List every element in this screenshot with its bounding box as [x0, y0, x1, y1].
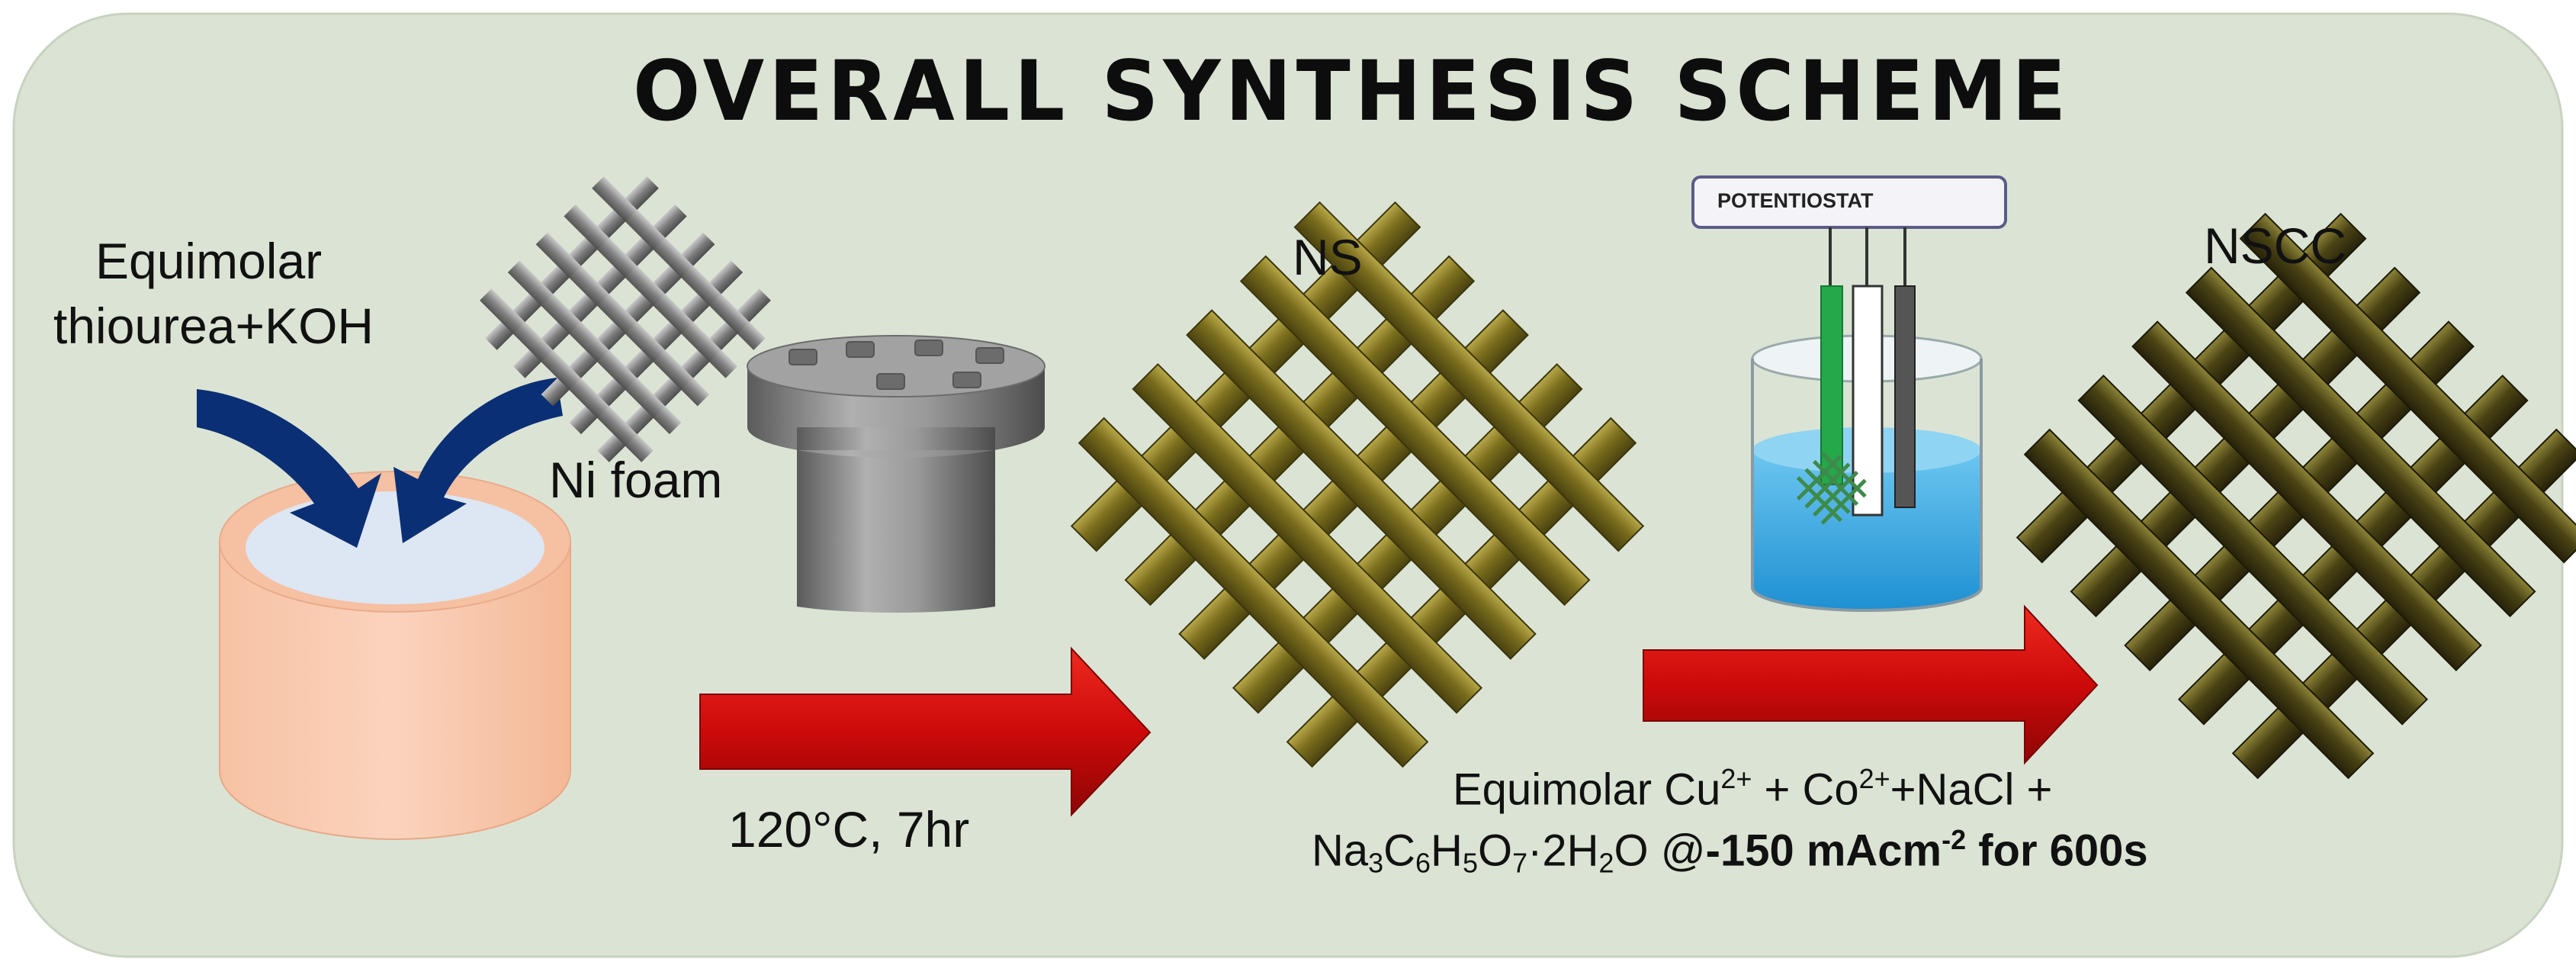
- electrodeposition-condition-line1: Equimolar Cu2+ + Co2++NaCl +: [1453, 763, 2053, 815]
- nscc-mesh: [2016, 212, 2576, 780]
- red-arrow-2: [1643, 604, 2099, 765]
- reaction-vessel: [219, 471, 571, 840]
- ni-foam-mesh: [480, 176, 771, 462]
- ns-mesh: [1070, 201, 1645, 768]
- potentiostat-setup: [1691, 175, 2007, 612]
- blue-arrow-right: [393, 378, 563, 543]
- nscc-label: NSCC: [2204, 217, 2347, 274]
- ns-label: NS: [1293, 229, 1363, 285]
- potentiostat-label: POTENTIOSTAT: [1717, 189, 1874, 212]
- precursor-label-line1: Equimolar: [95, 233, 323, 289]
- autoclave: [747, 335, 1045, 613]
- scheme-title: OVERALL SYNTHESIS SCHEME: [633, 41, 2071, 140]
- blue-arrow-left: [197, 389, 381, 548]
- red-arrow-1: [699, 646, 1151, 817]
- electrodeposition-condition-line2: Na3C6H5O7·2H2O @-150 mAcm-2 for 600s: [1312, 824, 2148, 879]
- ni-foam-label: Ni foam: [549, 452, 723, 508]
- hydrothermal-condition-label: 120°C, 7hr: [728, 801, 970, 858]
- precursor-label-line2: thiourea+KOH: [53, 298, 374, 354]
